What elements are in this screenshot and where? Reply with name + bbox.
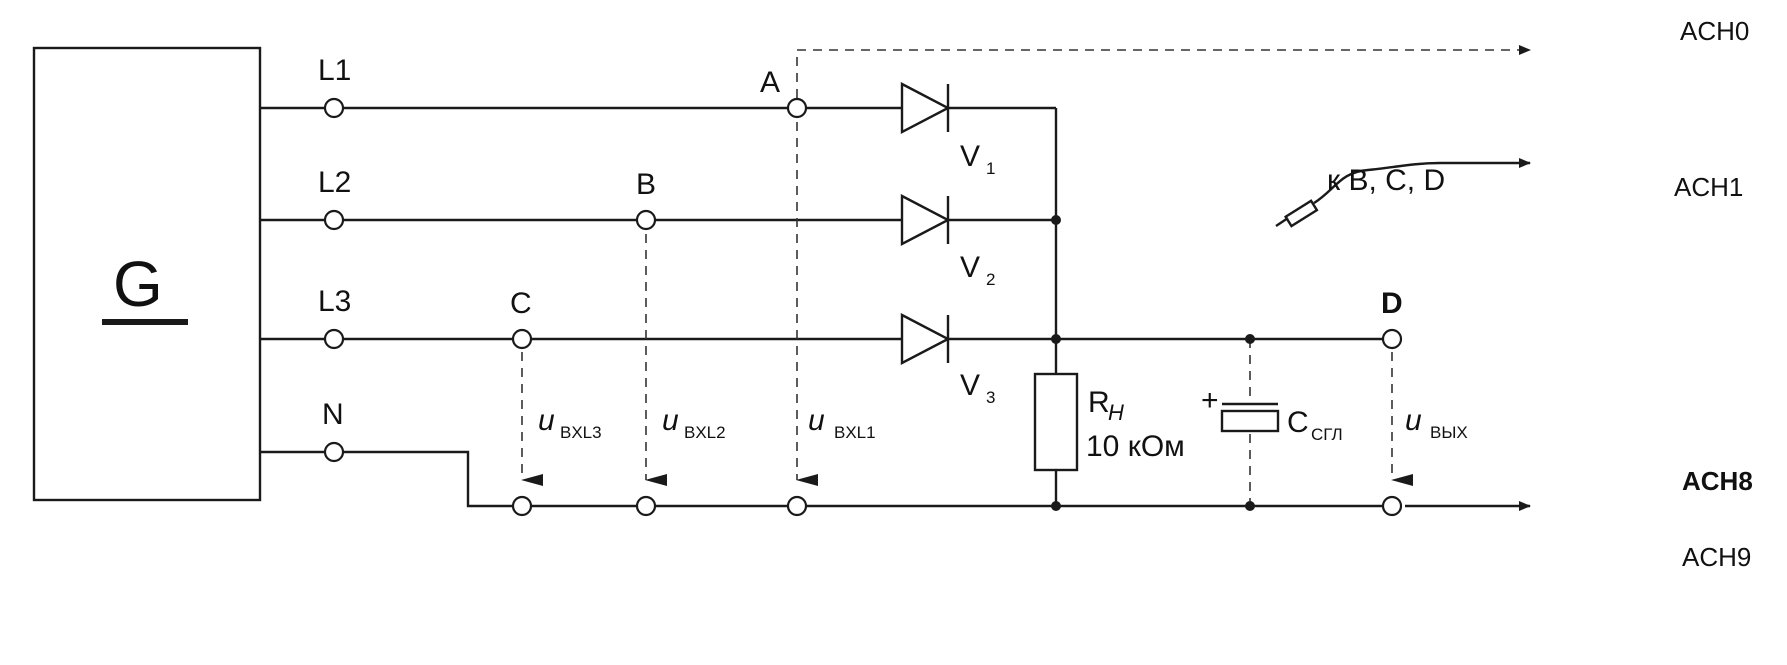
label-l1: L1 bbox=[318, 54, 351, 87]
label-v2: V bbox=[960, 251, 980, 284]
label-c: C bbox=[510, 287, 532, 320]
junction-dot bbox=[1245, 334, 1255, 344]
terminal-d bbox=[1381, 328, 1403, 350]
label-rh: R bbox=[1088, 386, 1110, 419]
label-v2-sub: 2 bbox=[986, 270, 995, 289]
label-v1: V bbox=[960, 140, 980, 173]
generator-block bbox=[32, 46, 262, 502]
label-b: B bbox=[636, 168, 656, 201]
terminal-b bbox=[635, 209, 657, 231]
label-u-out-sub: ВЫХ bbox=[1430, 423, 1468, 442]
junction-dot bbox=[1245, 501, 1255, 511]
terminal-c bbox=[511, 328, 533, 350]
label-u-out: u bbox=[1405, 404, 1422, 437]
label-probe-note: к B, C, D bbox=[1327, 164, 1445, 197]
label-v3-sub: 3 bbox=[986, 388, 995, 407]
terminal-l3 bbox=[323, 328, 345, 350]
label-u-bxl1-sub: BXL1 bbox=[834, 423, 876, 442]
terminal-bottom-a bbox=[786, 495, 808, 517]
label-ach8: ACH8 bbox=[1682, 466, 1753, 496]
junction-dot bbox=[1051, 501, 1061, 511]
capacitor-csgl bbox=[1220, 339, 1280, 506]
diode-v1 bbox=[900, 82, 951, 134]
junction-dot bbox=[1051, 334, 1061, 344]
label-v1-sub: 1 bbox=[986, 159, 995, 178]
label-rh-sub: H bbox=[1108, 400, 1124, 425]
terminal-l2 bbox=[323, 209, 345, 231]
label-u-bxl3: u bbox=[538, 404, 555, 437]
resistor-rh bbox=[1033, 372, 1079, 472]
terminal-a bbox=[786, 97, 808, 119]
label-u-bxl2: u bbox=[662, 404, 679, 437]
lead-ach0 bbox=[796, 45, 1531, 98]
label-u-bxl2-sub: BXL2 bbox=[684, 423, 726, 442]
label-ach9: ACH9 bbox=[1682, 542, 1751, 572]
label-csgl-sub: СГЛ bbox=[1311, 425, 1343, 444]
terminal-bottom-c bbox=[511, 495, 533, 517]
label-n: N bbox=[322, 398, 344, 431]
label-l2: L2 bbox=[318, 166, 351, 199]
probe-ach1 bbox=[1275, 158, 1531, 228]
junction-dot bbox=[1051, 215, 1061, 225]
label-csgl: C bbox=[1287, 406, 1309, 439]
diode-v3 bbox=[900, 313, 951, 365]
label-ach1: ACH1 bbox=[1674, 172, 1743, 202]
label-l3: L3 bbox=[318, 285, 351, 318]
wire-n bbox=[260, 450, 1392, 508]
label-cap-plus: + bbox=[1201, 384, 1219, 417]
label-rh-value: 10 кОм bbox=[1086, 430, 1185, 463]
label-u-bxl1: u bbox=[808, 404, 825, 437]
terminal-bottom-b bbox=[635, 495, 657, 517]
diode-v2 bbox=[900, 194, 951, 246]
label-a: A bbox=[760, 66, 780, 99]
terminal-l1 bbox=[323, 97, 345, 119]
generator-label: G bbox=[113, 248, 163, 320]
terminal-n bbox=[323, 441, 345, 463]
label-ach0: ACH0 bbox=[1680, 16, 1749, 46]
label-d: D bbox=[1381, 287, 1403, 320]
label-u-bxl3-sub: BXL3 bbox=[560, 423, 602, 442]
label-v3: V bbox=[960, 369, 980, 402]
terminal-bottom-d bbox=[1381, 495, 1403, 517]
